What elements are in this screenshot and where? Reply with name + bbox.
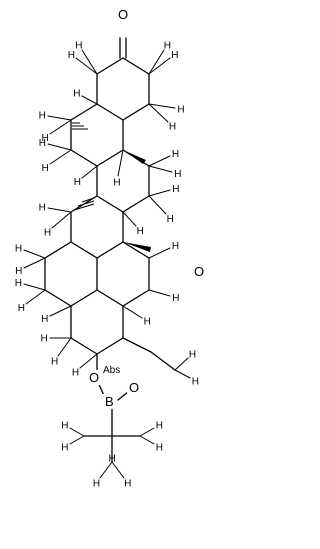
- hydrogen-bond-line: [148, 155, 171, 167]
- hydrogen-label: H: [75, 40, 82, 51]
- hydrogen-label: H: [15, 278, 22, 289]
- hydrogen-label: H: [172, 149, 179, 160]
- hydrogen-bond-line: [117, 149, 124, 177]
- hydrogen-bond-line: [148, 289, 171, 297]
- hydrogen-bond-line: [23, 249, 46, 259]
- hydrogen-bond-line: [174, 369, 191, 379]
- hydrogen-label: H: [124, 478, 131, 489]
- hydrogen-bond-line: [23, 257, 46, 269]
- hydrogen-bond-line: [25, 289, 46, 305]
- hydrogen-label: H: [42, 133, 49, 144]
- hydrogen-bond-line: [148, 195, 167, 215]
- hydrogen-label: H: [68, 50, 75, 61]
- hydrogen-bond-line: [99, 461, 113, 479]
- hydrogen-bond-line: [81, 95, 98, 105]
- hydrogen-label: H: [15, 243, 22, 254]
- ketone-oxygen-label: O: [118, 7, 128, 22]
- hydrogen-label: H: [18, 303, 25, 314]
- hydrogen-bond-line: [148, 103, 176, 109]
- hydrogen-bond-line: [148, 189, 171, 197]
- hydrogen-label: H: [189, 349, 196, 360]
- hydrogen-bond-line: [139, 427, 155, 437]
- hydrogen-label: H: [113, 177, 120, 188]
- hydrogen-label: H: [42, 163, 49, 174]
- hydrogen-label: H: [109, 454, 116, 465]
- hydrogen-label: H: [137, 226, 144, 237]
- hydrogen-label: H: [192, 376, 199, 387]
- hydrogen-bond-line: [81, 165, 98, 179]
- hydrogen-label: H: [74, 177, 81, 188]
- hydrogen-bond-line: [49, 119, 72, 135]
- hash-bond: [72, 122, 88, 130]
- hydrogen-label: H: [41, 314, 48, 325]
- hydrogen-bond-line: [47, 115, 72, 121]
- hydrogen-label: H: [61, 443, 68, 454]
- hydrogen-bond-line: [148, 165, 173, 173]
- ring-e: [44, 241, 98, 307]
- hydrogen-label: H: [172, 241, 179, 252]
- hydrogen-bond-line: [47, 143, 72, 151]
- stereo-bonds: [72, 122, 151, 252]
- hydrogen-label: H: [15, 266, 22, 277]
- ring-b: [70, 103, 124, 167]
- hydrogen-label: H: [44, 227, 51, 238]
- hash-bond: [73, 197, 95, 211]
- ring-oxygen-left-label: O: [89, 370, 99, 385]
- hydrogen-bond-line: [174, 357, 189, 371]
- hydrogen-label: H: [167, 214, 174, 225]
- hydrogen-bond-line: [148, 49, 165, 75]
- hydrogen-bond-line: [69, 435, 85, 445]
- hydrogen-bond-line: [69, 427, 85, 437]
- hydrogen-label: H: [73, 89, 80, 100]
- boron-label: B: [105, 394, 114, 409]
- hydrogen-bond-line: [148, 247, 171, 259]
- hydrogen-bond-line: [148, 57, 171, 75]
- abs-label: Abs: [103, 365, 120, 376]
- hydrogen-bond-line: [79, 353, 98, 369]
- hydrogen-label: H: [72, 367, 79, 378]
- ring-oxygen-right-label: O: [129, 380, 139, 395]
- hydrogen-label: H: [93, 478, 100, 489]
- ring-g: [70, 305, 124, 355]
- hydrogen-label: H: [41, 334, 48, 345]
- hydrogen-label: H: [144, 317, 151, 328]
- hydrogen-label: H: [164, 40, 171, 51]
- atom-labels: O O O O B Abs: [87, 6, 206, 409]
- hydrogen-bond-line: [23, 283, 46, 291]
- hydrogen-bond-line: [75, 57, 98, 75]
- ring-f: [96, 241, 150, 307]
- hydrogen-bond-line: [51, 211, 72, 229]
- hydrogen-label: H: [172, 293, 179, 304]
- hydrogen-label: H: [172, 184, 179, 195]
- wedge-bond: [123, 150, 146, 164]
- hydrogen-bond-line: [111, 461, 125, 479]
- hydrogen-label: H: [171, 50, 178, 61]
- hydrogen-bond-line: [122, 305, 143, 319]
- hydrogen-bond-line: [122, 211, 137, 227]
- ring-a: [96, 37, 150, 121]
- hydrogen-label: H: [39, 111, 46, 122]
- hydrogen-bond-line: [47, 207, 72, 213]
- hydrogen-bond-line: [81, 49, 98, 75]
- hydrogen-label: H: [39, 138, 46, 149]
- hydrogen-label: H: [39, 203, 46, 214]
- hydrogen-label: H: [156, 421, 163, 432]
- hydrogen-label: H: [177, 104, 184, 115]
- hydrogen-label: H: [51, 356, 58, 367]
- hydrogen-label: H: [174, 169, 181, 180]
- hydrogen-label: H: [61, 421, 68, 432]
- hydrogen-bond-line: [139, 435, 155, 445]
- hydrogen-bond-line: [57, 337, 72, 357]
- hydrogen-bond-line: [148, 103, 169, 123]
- hydrogen-label: H: [169, 122, 176, 133]
- hydrogen-bond-line: [49, 305, 72, 317]
- lactone-oxygen-label: O: [194, 264, 204, 279]
- hydrogen-bond-line: [49, 149, 72, 165]
- wedge-bond: [123, 242, 151, 252]
- hydrogen-label: H: [156, 443, 163, 454]
